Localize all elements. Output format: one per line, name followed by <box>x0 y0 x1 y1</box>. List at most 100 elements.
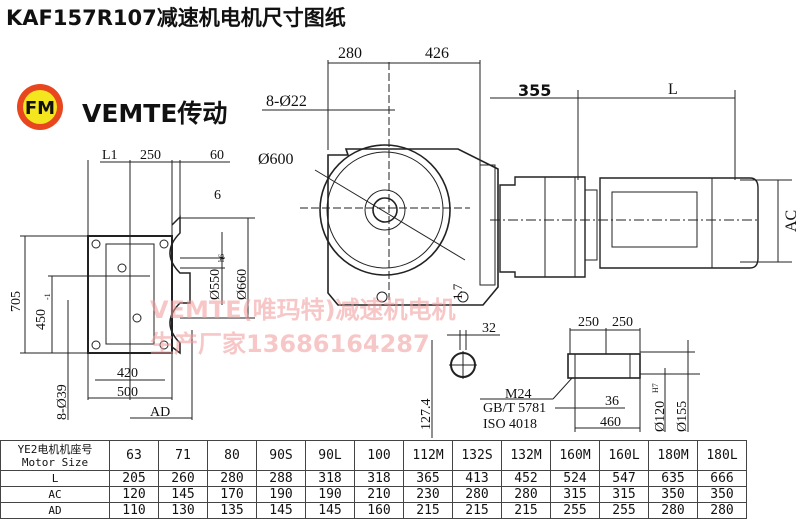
watermark-line1: VEMTE(唯玛特)减速机电机 <box>150 296 456 324</box>
dim-angle: 1.7 <box>450 283 465 300</box>
dim-705: 705 <box>9 291 24 312</box>
dim-ad: AD <box>150 405 170 420</box>
value-cell: 110 <box>109 502 159 519</box>
size-cell: 180L <box>697 440 747 471</box>
dim-250: 250 <box>140 148 161 163</box>
value-cell: 350 <box>697 486 747 503</box>
value-cell: 160 <box>354 502 404 519</box>
row-label: AC <box>0 486 110 503</box>
header-cn: YE2电机机座号 <box>17 442 93 456</box>
value-cell: 350 <box>648 486 698 503</box>
value-cell: 318 <box>305 470 355 487</box>
value-cell: 280 <box>207 470 257 487</box>
table-header-label: YE2电机机座号 Motor Size <box>0 440 110 471</box>
standard-iso: ISO 4018 <box>483 417 537 432</box>
dim-660: Ø660 <box>235 269 250 300</box>
dim-holes-22: 8-Ø22 <box>266 93 307 110</box>
dim-holes-39: 8-Ø39 <box>55 384 70 420</box>
header-en: Motor Size <box>21 455 89 469</box>
value-cell: 260 <box>158 470 208 487</box>
dim-l: L <box>668 81 678 98</box>
value-cell: 215 <box>403 502 453 519</box>
size-cell: 100 <box>354 440 404 471</box>
size-cell: 132M <box>501 440 551 471</box>
value-cell: 280 <box>648 502 698 519</box>
shaft-detail-labels: 250 250 M24 GB/T 5781 ISO 4018 36 460 Ø1… <box>483 315 690 432</box>
dim-6: 6 <box>214 188 221 203</box>
dim-60: 60 <box>210 148 224 163</box>
value-cell: 635 <box>648 470 698 487</box>
svg-text:FM: FM <box>25 98 55 119</box>
value-cell: 280 <box>452 486 502 503</box>
row-label: AD <box>0 502 110 519</box>
value-cell: 280 <box>501 486 551 503</box>
dim-120-tol: H7 <box>651 383 660 393</box>
size-cell: 71 <box>158 440 208 471</box>
dim-500: 500 <box>117 385 138 400</box>
shaft-detail <box>480 328 700 432</box>
dim-l1: L1 <box>102 148 118 163</box>
watermark-line2: 生产厂家13686164287 <box>150 330 430 358</box>
value-cell: 170 <box>207 486 257 503</box>
size-cell: 132S <box>452 440 502 471</box>
value-cell: 315 <box>599 486 649 503</box>
size-cell: 80 <box>207 440 257 471</box>
dim-280: 280 <box>338 45 362 62</box>
value-cell: 135 <box>207 502 257 519</box>
dim-450: 450 <box>34 309 49 330</box>
dim-32: 32 <box>482 321 496 336</box>
dim-420: 420 <box>117 366 138 381</box>
dim-36: 36 <box>605 394 619 409</box>
value-cell: 205 <box>109 470 159 487</box>
size-cell: 160M <box>550 440 600 471</box>
brand-logo: FM <box>17 84 63 130</box>
value-cell: 145 <box>158 486 208 503</box>
value-cell: 288 <box>256 470 306 487</box>
dim-355: 355 <box>518 81 551 100</box>
main-view-dimensions: 280 426 8-Ø22 Ø600 355 L AC 1.7 <box>258 45 800 300</box>
row-label: L <box>0 470 110 487</box>
dim-250a: 250 <box>578 315 599 330</box>
motor-size-table: YE2电机机座号 Motor Size 63 71 80 90S 90L 100… <box>0 440 747 519</box>
dim-550-tol: h6 <box>217 254 226 262</box>
value-cell: 130 <box>158 502 208 519</box>
dim-550: Ø550 <box>208 269 223 300</box>
value-cell: 230 <box>403 486 453 503</box>
size-cell: 112M <box>403 440 453 471</box>
table-header-row: YE2电机机座号 Motor Size 63 71 80 90S 90L 100… <box>0 440 747 471</box>
size-cell: 160L <box>599 440 649 471</box>
value-cell: 365 <box>403 470 453 487</box>
size-cell: 180M <box>648 440 698 471</box>
value-cell: 255 <box>550 502 600 519</box>
value-cell: 210 <box>354 486 404 503</box>
value-cell: 145 <box>305 502 355 519</box>
value-cell: 547 <box>599 470 649 487</box>
left-view-dimensions: L1 250 60 6 705 450 -1 Ø550 h6 Ø660 420 … <box>9 148 250 420</box>
value-cell: 255 <box>599 502 649 519</box>
dim-120: Ø120 <box>653 401 668 432</box>
brand-name: VEMTE传动 <box>82 99 228 128</box>
dim-426: 426 <box>425 45 449 62</box>
dim-450-tol: -1 <box>43 293 52 300</box>
value-cell: 190 <box>256 486 306 503</box>
size-cell: 63 <box>109 440 159 471</box>
value-cell: 413 <box>452 470 502 487</box>
value-cell: 120 <box>109 486 159 503</box>
dim-ac: AC <box>783 210 800 232</box>
standard-gb: GB/T 5781 <box>483 401 546 416</box>
size-cell: 90S <box>256 440 306 471</box>
dim-460: 460 <box>600 415 621 430</box>
value-cell: 452 <box>501 470 551 487</box>
dim-250b: 250 <box>612 315 633 330</box>
page-title: KAF157R107减速机电机尺寸图纸 <box>6 6 346 30</box>
value-cell: 666 <box>697 470 747 487</box>
value-cell: 318 <box>354 470 404 487</box>
value-cell: 280 <box>697 502 747 519</box>
value-cell: 524 <box>550 470 600 487</box>
dim-155: Ø155 <box>675 401 690 432</box>
size-cell: 90L <box>305 440 355 471</box>
main-view <box>262 60 792 306</box>
value-cell: 215 <box>452 502 502 519</box>
